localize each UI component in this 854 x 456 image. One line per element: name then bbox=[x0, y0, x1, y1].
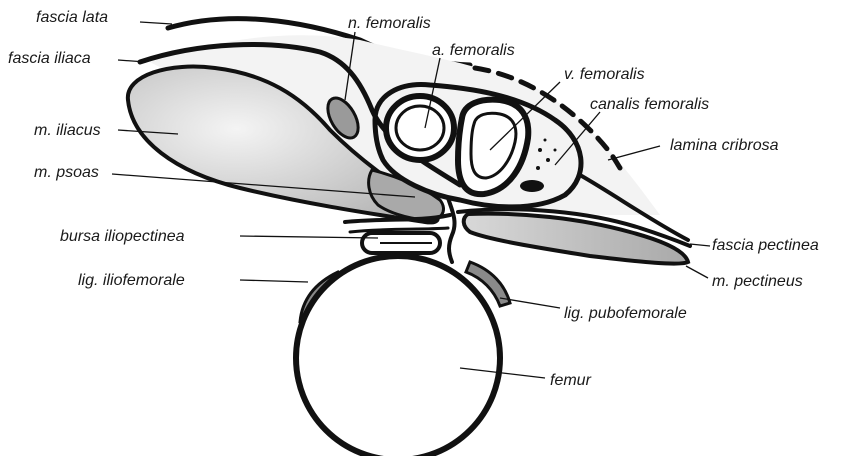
label-lamina-cribrosa: lamina cribrosa bbox=[670, 137, 779, 154]
label-v-femoralis: v. femoralis bbox=[564, 66, 645, 83]
label-fascia-lata: fascia lata bbox=[36, 9, 108, 26]
label-fascia-pectinea: fascia pectinea bbox=[712, 237, 819, 254]
label-canalis-femoralis: canalis femoralis bbox=[590, 96, 709, 113]
label-lig-pubofemorale: lig. pubofemorale bbox=[564, 305, 687, 322]
a-femoralis-inner bbox=[396, 106, 444, 150]
label-lig-iliofemorale: lig. iliofemorale bbox=[78, 272, 185, 289]
label-m-psoas: m. psoas bbox=[34, 164, 99, 181]
label-femur: femur bbox=[550, 372, 592, 389]
label-m-pectineus: m. pectineus bbox=[712, 273, 803, 290]
label-m-iliacus: m. iliacus bbox=[34, 122, 101, 139]
central-connector bbox=[448, 198, 455, 262]
label-n-femoralis: n. femoralis bbox=[348, 15, 431, 32]
label-fascia-iliaca: fascia iliaca bbox=[8, 50, 91, 67]
femur-head-shape bbox=[296, 256, 500, 456]
label-a-femoralis: a. femoralis bbox=[432, 42, 515, 59]
label-bursa-iliopectinea: bursa iliopectinea bbox=[60, 228, 185, 245]
